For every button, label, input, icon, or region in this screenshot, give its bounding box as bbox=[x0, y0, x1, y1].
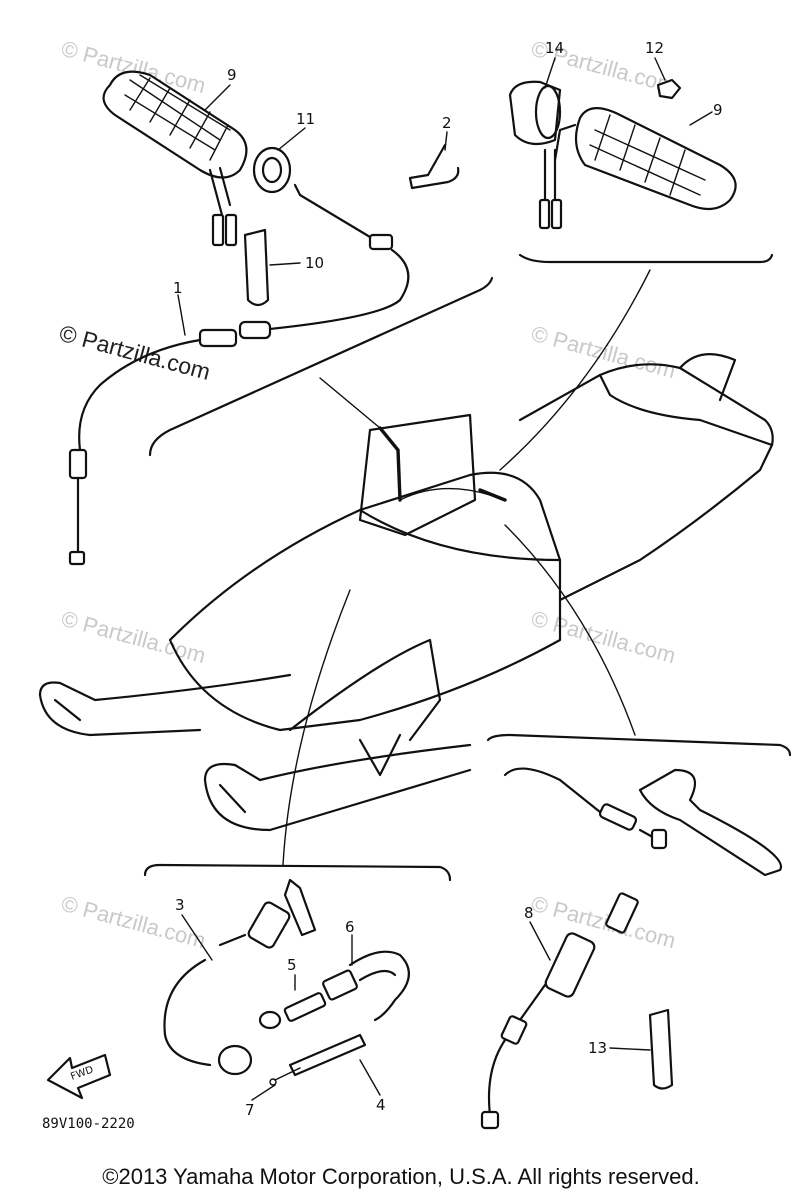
part-number-3: 3 bbox=[175, 896, 185, 914]
part-number-9-right: 9 bbox=[713, 101, 723, 119]
part-number-1: 1 bbox=[173, 279, 183, 297]
ring-11 bbox=[252, 146, 292, 194]
switch-cluster bbox=[163, 878, 410, 1086]
part-number-6: 6 bbox=[345, 918, 355, 936]
part-number-4: 4 bbox=[376, 1096, 386, 1114]
plug-13 bbox=[648, 1008, 674, 1090]
part-number-8: 8 bbox=[524, 904, 534, 922]
diagram-code: 89V100-2220 bbox=[42, 1116, 135, 1132]
watermark-highlighted: © Partzilla.com bbox=[57, 320, 213, 385]
part-number-12: 12 bbox=[645, 39, 664, 57]
part-number-10: 10 bbox=[305, 254, 324, 272]
watermark-low-right: © Partzilla.com bbox=[529, 891, 679, 954]
part-number-2: 2 bbox=[442, 114, 452, 132]
cable-8 bbox=[480, 892, 639, 1130]
part-number-13: 13 bbox=[588, 1039, 607, 1057]
snowmobile-illustration bbox=[38, 353, 774, 832]
part-number-5: 5 bbox=[287, 956, 297, 974]
copyright-notice: ©2013 Yamaha Motor Corporation, U.S.A. A… bbox=[102, 1164, 700, 1189]
grip-left bbox=[102, 70, 248, 247]
callout-lines bbox=[143, 253, 792, 882]
part-number-labels: 1 2 3 4 5 6 7 8 9 9 10 11 12 13 14 bbox=[173, 39, 723, 1119]
grip-right bbox=[508, 78, 737, 230]
part-number-11: 11 bbox=[296, 110, 315, 128]
watermark-mid-left: © Partzilla.com bbox=[59, 606, 209, 669]
throttle-cable-1 bbox=[68, 183, 410, 566]
watermarks: © Partzilla.com © Partzilla.com © Partzi… bbox=[57, 36, 679, 954]
part-number-9-left: 9 bbox=[227, 66, 237, 84]
plug-10 bbox=[243, 228, 270, 307]
watermark-mid-right-2: © Partzilla.com bbox=[529, 606, 679, 669]
clip-2 bbox=[408, 143, 460, 190]
parts-diagram: © Partzilla.com © Partzilla.com © Partzi… bbox=[38, 36, 792, 1132]
front-direction-icon: FWD bbox=[46, 1053, 112, 1100]
part-number-7: 7 bbox=[245, 1101, 255, 1119]
part-number-14: 14 bbox=[545, 39, 564, 57]
leader-lines bbox=[177, 57, 713, 1101]
brake-lever bbox=[503, 767, 783, 877]
